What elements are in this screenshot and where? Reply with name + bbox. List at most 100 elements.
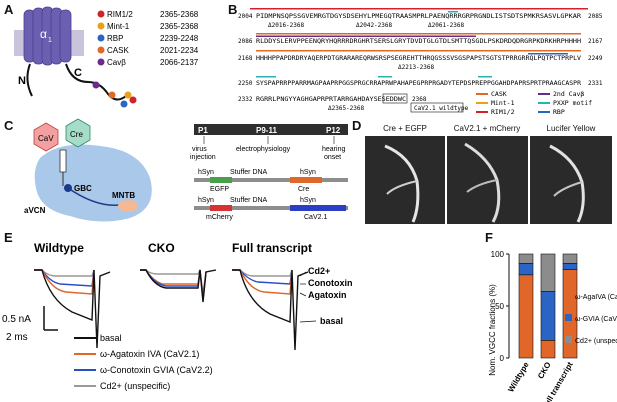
c1-payload: Cre	[298, 186, 309, 193]
legend-b-rbp: RBP	[553, 108, 565, 116]
panel-label-f: F	[485, 230, 493, 245]
deletion-2365: Δ2365-2368	[328, 105, 365, 112]
cav-label: CaV	[38, 134, 54, 143]
legend-f-label-0: ω-AgaIVA (CaV2.1)	[575, 294, 617, 301]
seq-row-5: RGRRLPNGYYAGHGAPRPRTARRGAHDAYSESEDDWC	[256, 96, 406, 103]
panel-label-d: D	[352, 118, 362, 133]
x-tick-label-1: CKO	[536, 361, 553, 381]
cre-label: Cre	[70, 130, 83, 139]
legend-e-conotoxin: ω-Conotoxin GVIA (CaV2.2)	[100, 365, 213, 375]
wildtype-label: CaV2.1 wildtype	[414, 105, 469, 112]
channel-schematic: α 1 N C RIM1/2 2365-2368 Mint-1 2365-236…	[14, 6, 199, 108]
image-title-1: Cre + EGFP	[383, 124, 427, 133]
legend-b-cavb: 2nd Cavβ	[553, 90, 584, 98]
scale-x-label: 2 ms	[6, 332, 28, 343]
x-tick-label-0: Wildtype	[506, 360, 531, 394]
label-agatoxin: Agatoxin	[308, 290, 347, 300]
full-basal	[232, 269, 309, 351]
c2-promoter2: hSyn	[300, 197, 316, 204]
legend-b-pxxp: PXXP motif	[553, 99, 592, 107]
bar-1-2	[540, 253, 556, 292]
note-ephys: electrophysiology	[236, 146, 291, 153]
alpha-sub: 1	[48, 37, 52, 44]
deletion-2042: Δ2042-2368	[356, 22, 393, 29]
n-label: N	[18, 75, 26, 87]
c-label: C	[74, 67, 82, 79]
seq-row-1-end: 2085	[588, 13, 603, 20]
cav-virus	[33, 122, 59, 152]
legend-f-label-1: ω-GVIA (CaV2.2)	[575, 316, 617, 323]
c2-promoter1: hSyn	[198, 197, 214, 204]
syringe	[59, 149, 67, 173]
seq-row-4: SYSPAPRRPPARRMAGPAAPRPGGSPRGCRRAPRWPAHAP…	[256, 80, 581, 87]
rbp-site	[120, 100, 128, 108]
micrograph-cav-mcherry	[447, 136, 528, 224]
legend-a-range-4: 2066-2137	[160, 58, 199, 67]
y-tick-label-1: 50	[495, 302, 504, 311]
label-conotoxin: Conotoxin	[308, 278, 353, 288]
seq-row-3-start: 2168	[238, 55, 253, 62]
micrograph-lucifer-yellow	[530, 136, 612, 224]
legend-e-cd: Cd2+ (unspecific)	[100, 381, 170, 391]
y-tick-label-0: 0	[500, 354, 505, 363]
bar-1-1	[540, 291, 556, 341]
legend-a-range-2: 2239-2248	[160, 34, 199, 43]
seq-row-3-end: 2249	[588, 55, 603, 62]
c2-payload: CaV2.1	[304, 214, 327, 221]
image-title-3: Lucifer Yellow	[546, 124, 596, 133]
bar-0-2	[518, 253, 534, 264]
panel-label-c: C	[4, 118, 14, 133]
mcherry-block	[210, 205, 232, 211]
trace-title-wt: Wildtype	[34, 241, 84, 255]
c1-stuffer: Stuffer DNA	[230, 169, 268, 176]
note-onset: onset	[324, 154, 341, 161]
y-tick-label-2: 100	[491, 250, 505, 259]
legend-a-name-4: Cavβ	[107, 58, 126, 67]
image-title-2: CaV2.1 + mCherry	[453, 124, 521, 133]
c2-reporter: mCherry	[206, 214, 233, 221]
seq-row-4-start: 2250	[238, 80, 253, 87]
legend-f-swatch-1	[565, 314, 572, 321]
label-cd: Cd2+	[308, 266, 330, 276]
c1-reporter: EGFP	[210, 186, 229, 193]
trace-title-cko: CKO	[148, 241, 175, 255]
legend-a-name-2: RBP	[107, 34, 123, 43]
panel-label-b: B	[228, 2, 238, 17]
deletion-2213: Δ2213-2368	[398, 64, 435, 71]
mint-site	[124, 91, 132, 99]
panel-label-a: A	[4, 2, 14, 17]
legend-f-label-2: Cd2+ (unspecific)	[575, 338, 617, 345]
legend-a-name-0: RIM1/2	[107, 10, 133, 19]
legend-a-name-1: Mint-1	[107, 22, 130, 31]
note-virus: virus	[192, 146, 207, 153]
seq-row-2: RLDDYSLERVPPEENQRYHQRRRDRGHRTSERSLGRYTDV…	[256, 38, 581, 45]
label-basal: basal	[320, 316, 343, 326]
egfp-block	[210, 177, 232, 183]
seq-row-5-start: 2332	[238, 96, 253, 103]
sequence-panel: 2004 PIDMPNSQPSSGVEMRGTDGYSDSEHYLPMEGQTR…	[238, 8, 603, 116]
seq-row-2-start: 2086	[238, 38, 253, 45]
seq-row-3: HHHHPPAPDRDRYAQERPDTGRARAREQRWSRSPSEGREH…	[256, 55, 581, 62]
legend-f-swatch-0	[565, 292, 572, 299]
seq-row-2-end: 2167	[588, 38, 603, 45]
legend-e-agatoxin: ω-Agatoxin IVA (CaV2.1)	[100, 349, 199, 359]
chart-ylabel: Nom. VGCC fractions (%)	[488, 284, 497, 376]
panel-label-e: E	[4, 230, 13, 245]
n-terminus	[26, 63, 33, 97]
legend-b-cask: CASK	[491, 90, 507, 98]
seq-row-4-end: 2331	[588, 80, 603, 87]
alpha1-subunit	[23, 6, 72, 66]
legend-b-mint: Mint-1	[491, 99, 515, 107]
seq-row-1: PIDMPNSQPSSGVEMRGTDGYSDSEHYLPMEGQTRAASMP…	[256, 13, 581, 20]
bar-0-0	[518, 274, 534, 359]
legend-a-name-3: CASK	[107, 46, 129, 55]
scale-y-label: 0.5 nA	[2, 314, 31, 325]
bar-2-1	[562, 263, 578, 270]
deletion-2061: Δ2061-2368	[428, 22, 465, 29]
bar-1-0	[540, 340, 556, 359]
note-injection: injection	[190, 154, 216, 161]
timeline-bar	[194, 124, 348, 135]
deletion-2016: Δ2016-2368	[268, 22, 305, 29]
rim-site	[129, 96, 137, 104]
